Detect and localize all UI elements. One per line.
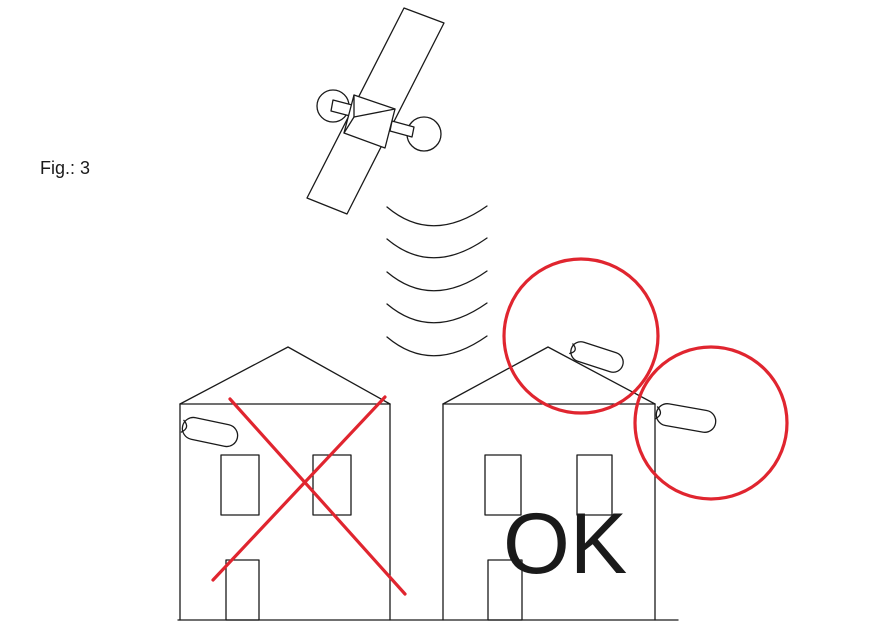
antenna-dish <box>180 415 239 448</box>
antenna-dish <box>568 339 626 375</box>
window <box>221 455 259 515</box>
ok-label: OK <box>503 496 627 592</box>
roof-left <box>180 347 390 404</box>
roof-right <box>443 347 655 404</box>
door <box>226 560 259 620</box>
red-cross-icon <box>213 397 405 594</box>
red-circle-icon <box>504 259 658 413</box>
antenna-dish <box>655 402 718 434</box>
signal-waves-icon <box>387 206 487 356</box>
satellite-icon <box>307 8 444 214</box>
window <box>313 455 351 515</box>
house-left <box>180 347 390 620</box>
